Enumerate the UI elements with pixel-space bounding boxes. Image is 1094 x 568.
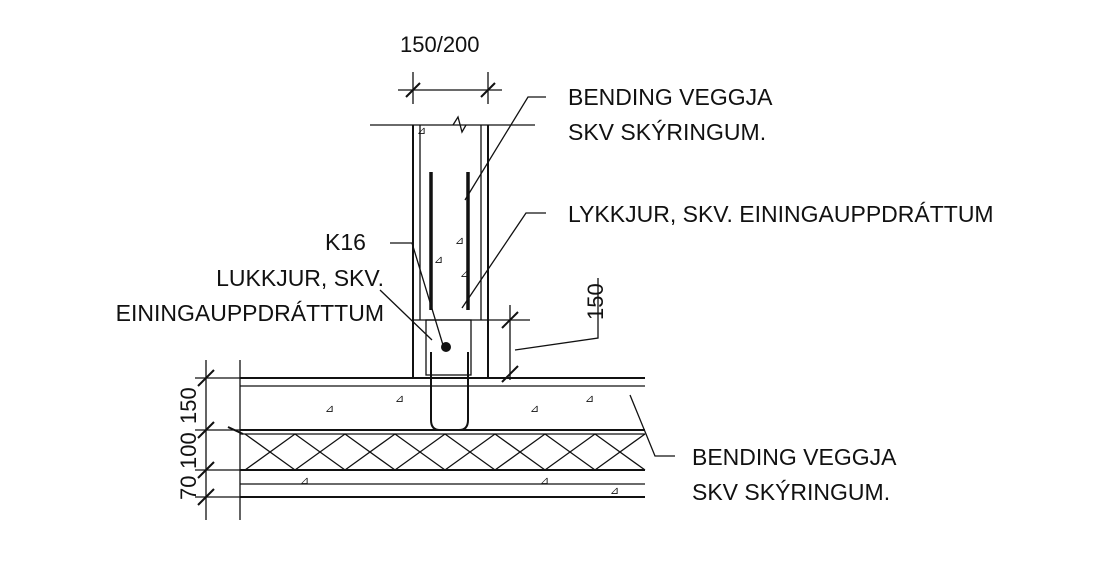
closed-loops-callout-line2: EININGAUPPDRÁTTTUM	[116, 300, 384, 326]
wall-reinforcement-callout-line2: SKV SKÝRINGUM.	[568, 119, 766, 145]
svg-text:⊿: ⊿	[610, 485, 619, 497]
closed-loops-leader	[379, 289, 433, 341]
edge-step-dimension: 150	[488, 278, 608, 383]
svg-text:⊿: ⊿	[300, 475, 309, 487]
svg-text:⊿: ⊿	[455, 235, 464, 247]
slab-layer-2-label: 100	[176, 432, 201, 469]
slab-layer-dimensions: 150 100 70	[176, 360, 240, 520]
svg-text:⊿: ⊿	[417, 125, 426, 137]
u-bar-loop	[430, 352, 469, 431]
wall-width-label: 150/200	[400, 32, 480, 57]
slab-reinforcement-leader	[629, 394, 675, 457]
svg-text:⊿: ⊿	[395, 393, 404, 405]
svg-text:⊿: ⊿	[325, 403, 334, 415]
stirrups-callout: LYKKJUR, SKV. EININGAUPPDRÁTTUM	[568, 201, 994, 227]
edge-step-label: 150	[583, 283, 608, 320]
slab-layer-1-label: 150	[176, 387, 201, 424]
closed-loops-callout-line1: LUKKJUR, SKV.	[216, 265, 384, 291]
slab-layer-3-label: 70	[176, 476, 201, 500]
wall-width-dimension: 150/200	[398, 32, 502, 104]
svg-text:⊿: ⊿	[530, 403, 539, 415]
wall-reinforcement-leader	[464, 96, 546, 201]
wall-reinforcement-callout-line1: BENDING VEGGJA	[568, 84, 773, 110]
slab-reinforcement-callout-line1: BENDING VEGGJA	[692, 444, 897, 470]
k16-bar-mark: K16	[325, 229, 366, 255]
slab-reinforcement-callout-line2: SKV SKÝRINGUM.	[692, 479, 890, 505]
svg-text:⊿: ⊿	[434, 254, 443, 266]
stirrups-leader	[461, 212, 546, 309]
svg-text:⊿: ⊿	[585, 393, 594, 405]
svg-text:⊿: ⊿	[540, 475, 549, 487]
concrete-wall: ⊿ ⊿ ⊿ ⊿	[370, 115, 535, 378]
k16-leader	[390, 242, 444, 346]
svg-text:⊿: ⊿	[460, 268, 469, 280]
floor-slab: ⊿ ⊿ ⊿ ⊿ ⊿ ⊿ ⊿	[227, 360, 646, 520]
